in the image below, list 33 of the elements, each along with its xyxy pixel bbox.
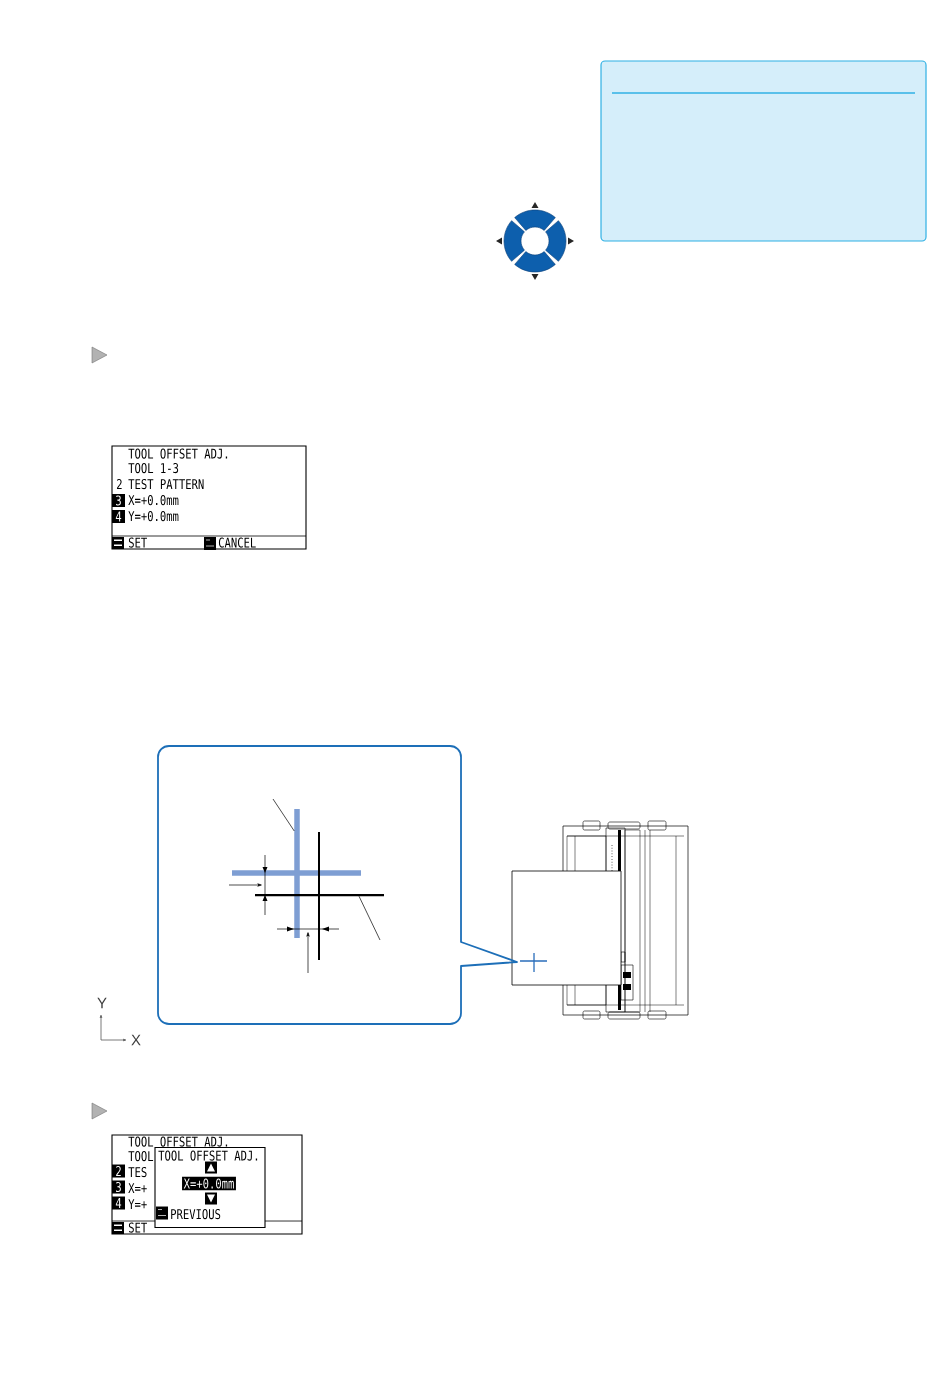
lcd-text: 2 [117, 479, 122, 489]
axis-label: Y [97, 997, 107, 1009]
lcd-text: Y=+0.0mm [128, 511, 179, 522]
cross-bar [294, 809, 300, 938]
lcd-text: TOOL OFFSET ADJ. [158, 1150, 258, 1161]
callout-box [157, 745, 518, 1025]
lcd-text: Y=+ [128, 1199, 147, 1209]
lcd-text: X=+0.0mm [128, 495, 179, 506]
menu-number: 2 [112, 1164, 125, 1178]
menu-number: 4 [112, 1196, 125, 1210]
leader-line [272, 798, 295, 832]
note-box [600, 60, 927, 242]
menu-number: 3 [112, 494, 125, 507]
menu-number: 4 [112, 510, 125, 523]
axis-label: X [131, 1034, 141, 1046]
dimension-line [276, 926, 340, 932]
lcd-text: SET [128, 1222, 147, 1233]
lcd-text: TOOL 1-3 [128, 463, 179, 474]
lcd-text: SET [128, 537, 147, 548]
lcd-text: TES [128, 1167, 147, 1178]
cross-bar [255, 894, 384, 897]
menu-number: 3 [112, 1180, 125, 1194]
leader-line [358, 895, 381, 941]
dimension-line [262, 854, 268, 916]
lcd-text: TOOL OFFSET ADJ. [128, 1136, 228, 1147]
leader-arrow [306, 932, 310, 974]
lcd-text: TEST PATTERN [128, 479, 204, 490]
lcd-text: X=+ [128, 1183, 147, 1193]
lcd-text: PREVIOUS [171, 1209, 221, 1220]
lcd-text: TOOL [128, 1151, 154, 1162]
lcd-text: CANCEL [218, 537, 256, 548]
leader-arrow [228, 883, 262, 887]
lcd-text: TOOL OFFSET ADJ. [128, 448, 228, 459]
